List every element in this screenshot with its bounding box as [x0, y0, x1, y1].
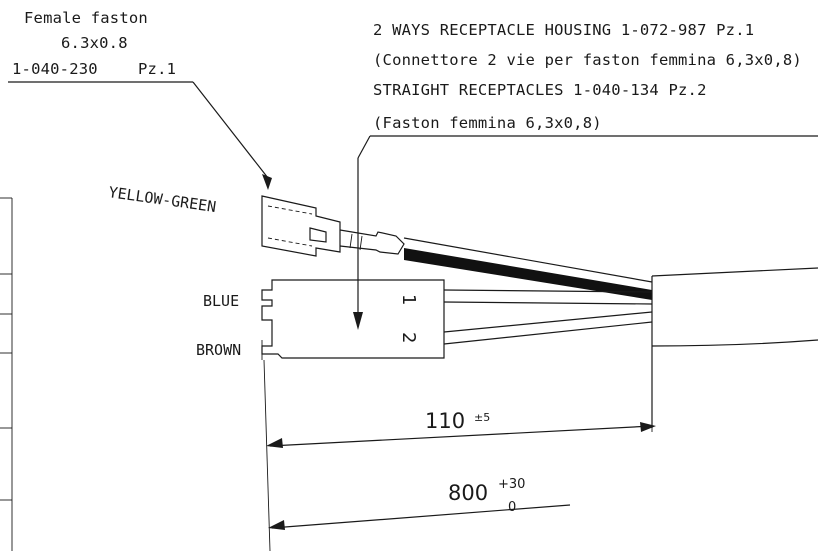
yellow-green-faston: [261, 195, 405, 257]
housing-callout: 2 WAYS RECEPTACLE HOUSING 1-072-987 Pz.1…: [353, 21, 818, 330]
dim-800-tol-upper: +30: [498, 477, 525, 492]
faston-callout-line2: 6.3x0.8: [61, 34, 128, 52]
dim-110-arrow-right: [640, 422, 656, 432]
housing-callout-line2: (Connettore 2 vie per faston femmina 6,3…: [373, 51, 802, 69]
dim-110-arrow-left: [266, 438, 283, 448]
dim-800-arrow-left: [268, 520, 285, 530]
side-table: [0, 197, 13, 551]
housing-callout-line4: (Faston femmina 6,3x0,8): [373, 114, 602, 132]
housing-callout-line1: 2 WAYS RECEPTACLE HOUSING 1-072-987 Pz.1: [373, 21, 754, 39]
housing-leader-arrowhead: [353, 312, 363, 330]
dimension-800: 800 +30 0: [268, 477, 571, 530]
wire-label-yellow-green: YELLOW-GREEN: [107, 183, 217, 216]
two-way-housing: [261, 279, 445, 360]
pin-1-number: 1: [398, 294, 419, 305]
faston-callout-line1: Female faston: [24, 9, 148, 27]
faston-leader-arrowhead: [262, 174, 272, 190]
wire-label-brown: BROWN: [196, 341, 241, 359]
housing-callout-line3: STRAIGHT RECEPTACLES 1-040-134 Pz.2: [373, 81, 707, 99]
wire-label-blue: BLUE: [203, 292, 239, 310]
pin-2-number: 2: [398, 332, 419, 343]
cable-jacket: [651, 267, 818, 428]
faston-callout: Female faston 6.3x0.8 1-040-230 Pz.1: [8, 9, 272, 190]
dim-110-tolerance: ±5: [474, 411, 490, 424]
yellow-green-wire: [404, 248, 652, 300]
faston-callout-code: 1-040-230: [12, 60, 98, 78]
wires: [403, 237, 653, 345]
faston-callout-qty: Pz.1: [138, 60, 176, 78]
dimension-110: 110 ±5: [263, 359, 656, 551]
dim-800-value: 800: [448, 481, 488, 505]
dim-800-tol-lower: 0: [508, 500, 516, 515]
dim-110-value: 110: [425, 409, 465, 433]
